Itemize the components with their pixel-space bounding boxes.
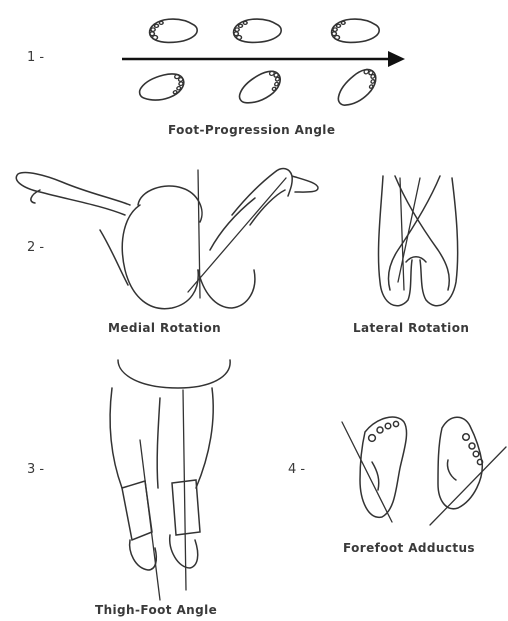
panel-1-foot-progression: [122, 17, 405, 113]
foot-icon: [233, 17, 283, 44]
panel-2-number: 2 -: [27, 240, 44, 255]
panel-3-number: 3 -: [27, 462, 44, 477]
panel-1-caption: Foot-Progression Angle: [168, 123, 335, 137]
foot-icon: [149, 17, 199, 44]
panel-2-caption-medial: Medial Rotation: [108, 321, 221, 335]
progression-arrow-head: [388, 51, 405, 67]
foot-icon: [235, 65, 286, 110]
panel-1-number: 1 -: [27, 50, 44, 65]
panel-2-lateral-rotation: [378, 176, 457, 306]
foot-icon: [333, 64, 382, 113]
foot-icon: [136, 69, 187, 107]
foot-icon: [331, 17, 381, 44]
panel-2-medial-rotation: [16, 169, 318, 309]
panel-4-caption: Forefoot Adductus: [343, 541, 475, 555]
panel-3-thigh-foot-angle: [110, 360, 230, 600]
panel-4-forefoot-adductus: [342, 417, 506, 525]
panel-4-number: 4 -: [288, 462, 305, 477]
panel-2-caption-lateral: Lateral Rotation: [353, 321, 469, 335]
panel-3-caption: Thigh-Foot Angle: [95, 603, 217, 617]
